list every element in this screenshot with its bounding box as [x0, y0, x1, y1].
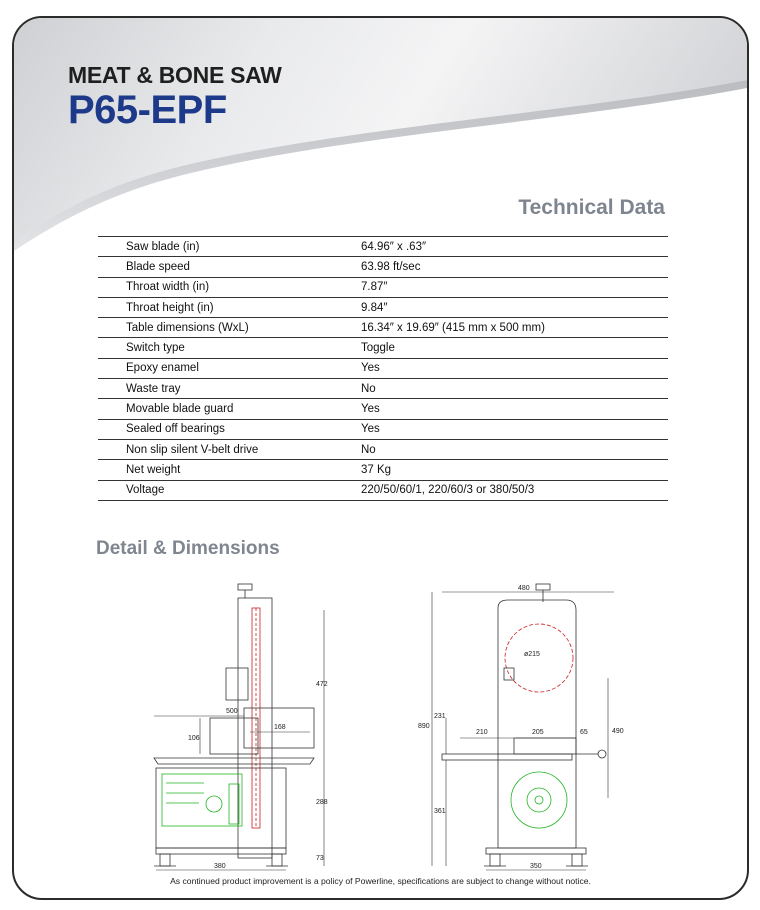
front-dim-231: 231: [434, 713, 446, 720]
spec-value: 63.98 ft/sec: [361, 256, 668, 278]
front-dim-361: 361: [434, 808, 446, 815]
front-dim-490: 490: [612, 728, 624, 735]
side-dim-472: 472: [316, 681, 328, 688]
spec-sheet-card: MEAT & BONE SAW P65-EPF Technical Data S…: [12, 16, 749, 900]
spec-row: Table dimensions (WxL)16.34″ x 19.69″ (4…: [98, 317, 668, 338]
spec-label: Switch type: [98, 337, 361, 359]
spec-label: Throat height (in): [98, 296, 361, 318]
spec-value: Yes: [361, 398, 668, 420]
spec-value: No: [361, 438, 668, 460]
front-dim-wheel-diameter: ø215: [524, 651, 540, 658]
spec-value: 9.84″: [361, 296, 668, 318]
spec-label: Non slip silent V-belt drive: [98, 438, 361, 460]
spec-row: Saw blade (in)64.96″ x .63″: [98, 235, 668, 257]
spec-label: Net weight: [98, 459, 361, 481]
front-dim-890: 890: [418, 723, 430, 730]
spec-value: 16.34″ x 19.69″ (415 mm x 500 mm): [361, 317, 668, 338]
spec-row: Throat height (in)9.84″: [98, 296, 668, 318]
model-number: P65-EPF: [68, 88, 227, 132]
technical-data-heading: Technical Data: [518, 196, 665, 219]
spec-label: Waste tray: [98, 378, 361, 399]
front-dim-480: 480: [518, 585, 530, 592]
front-dim-210: 210: [476, 729, 488, 736]
side-dim-380: 380: [214, 863, 226, 870]
spec-value: 7.87″: [361, 276, 668, 298]
spec-label: Table dimensions (WxL): [98, 317, 361, 338]
side-dim-500: 500: [226, 708, 238, 715]
spec-value: No: [361, 378, 668, 399]
front-view-drawing: [431, 583, 614, 871]
header-brushed-metal-band: [14, 18, 747, 251]
spec-label: Throat width (in): [98, 276, 361, 298]
dimensions-heading: Detail & Dimensions: [96, 538, 280, 559]
spec-label: Voltage: [98, 479, 361, 501]
spec-label: Sealed off bearings: [98, 418, 361, 440]
spec-label: Epoxy enamel: [98, 357, 361, 379]
side-dim-288: 288: [316, 799, 328, 806]
spec-value: Toggle: [361, 337, 668, 359]
spec-label: Saw blade (in): [98, 235, 361, 257]
product-type-title: MEAT & BONE SAW: [68, 62, 282, 88]
footer-disclaimer: As continued product improvement is a po…: [170, 876, 591, 886]
side-dim-106: 106: [188, 735, 200, 742]
front-dim-350: 350: [530, 863, 542, 870]
spec-value: Yes: [361, 357, 668, 379]
spec-label: Blade speed: [98, 256, 361, 278]
dimension-drawings: 500 168 106 472 288 73 380: [153, 583, 624, 871]
side-dim-73: 73: [316, 855, 324, 862]
side-view-drawing: [153, 583, 325, 871]
spec-row: Throat width (in)7.87″: [98, 276, 668, 298]
spec-value: 220/50/60/1, 220/60/3 or 380/50/3: [361, 479, 668, 501]
spec-label: Movable blade guard: [98, 398, 361, 420]
side-dim-168: 168: [274, 724, 286, 731]
spec-value: 37 Kg: [361, 459, 668, 481]
front-dim-205: 205: [532, 729, 544, 736]
front-dim-65: 65: [580, 729, 588, 736]
spec-value: 64.96″ x .63″: [361, 235, 668, 257]
spec-value: Yes: [361, 418, 668, 440]
